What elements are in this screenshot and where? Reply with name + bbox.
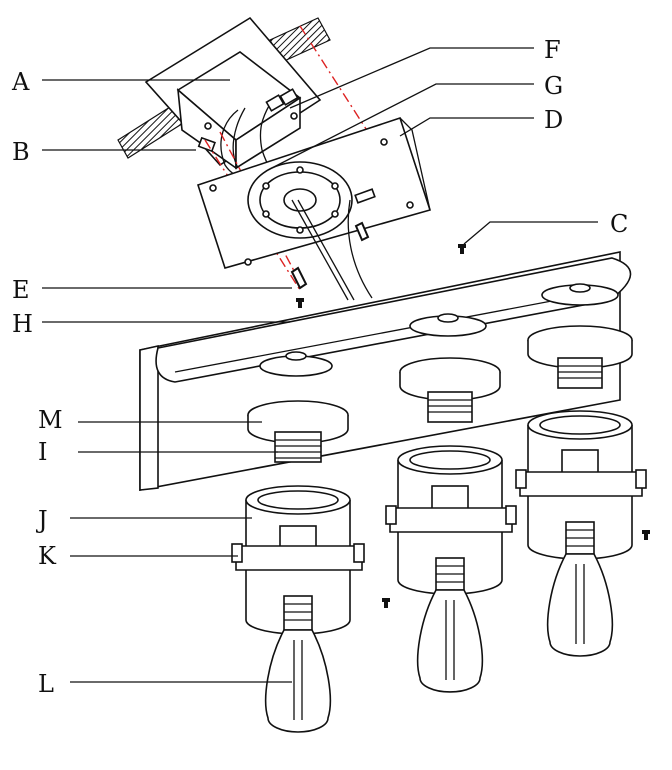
label-h: H xyxy=(12,310,33,338)
label-j: J xyxy=(35,506,48,534)
mounting-screws xyxy=(290,221,650,608)
bulb-left xyxy=(264,595,332,733)
bulb-middle xyxy=(416,557,484,693)
label-a: A xyxy=(11,68,30,96)
junction-box xyxy=(144,16,322,170)
shade-middle xyxy=(385,445,517,595)
crossbar-plate xyxy=(247,161,353,239)
label-f: F xyxy=(544,36,561,64)
label-b: B xyxy=(12,138,30,166)
shade-left xyxy=(231,485,365,635)
bar-sockets xyxy=(247,283,633,463)
label-m: M xyxy=(38,406,63,434)
label-i: I xyxy=(38,438,47,466)
fixture-wires xyxy=(291,188,376,301)
leader-lines xyxy=(42,47,598,683)
label-l: L xyxy=(38,670,54,698)
label-g: G xyxy=(544,72,563,100)
ceiling-joists xyxy=(117,17,331,159)
bulb-right xyxy=(546,521,614,657)
label-k: K xyxy=(38,542,57,570)
part-labels: A B C D E F G H I J K L M xyxy=(11,36,628,698)
label-e: E xyxy=(12,276,30,304)
label-c: C xyxy=(610,210,628,238)
shade-right xyxy=(515,410,647,560)
label-d: D xyxy=(544,106,563,134)
